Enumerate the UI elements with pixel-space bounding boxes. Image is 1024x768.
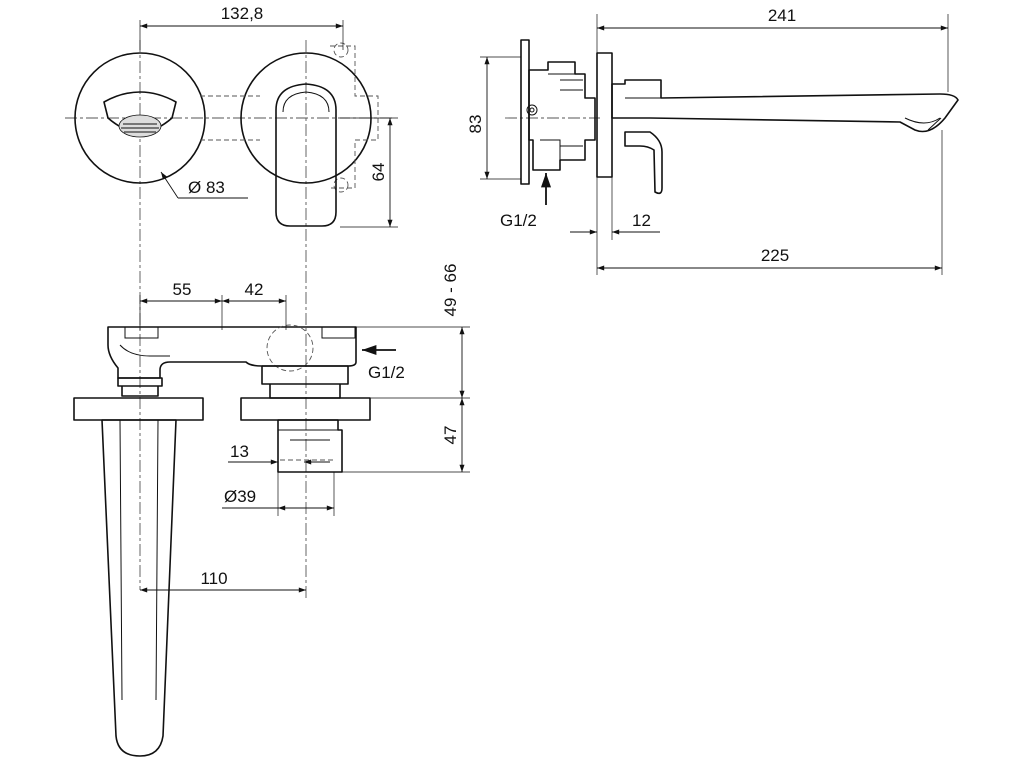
wall-rosette <box>596 52 613 178</box>
side-lever <box>624 131 663 195</box>
top-mixer-cartridge <box>277 419 343 473</box>
dim-top-wall-depth-range: 49 - 66 <box>441 264 460 317</box>
lever-handle <box>275 83 337 227</box>
dim-side-spout-projection: 225 <box>761 246 789 265</box>
dim-top-offset-right: 42 <box>245 280 264 299</box>
dim-front-width: 132,8 <box>221 4 264 23</box>
dim-top-center-distance: 110 <box>200 569 227 588</box>
side-view: 83 G1/2 241 12 225 <box>466 6 959 275</box>
top-inlet-thread: G1/2 <box>368 363 405 382</box>
spout-rosette <box>74 52 206 184</box>
top-body <box>107 326 357 379</box>
top-spout-rosette <box>73 397 204 421</box>
dim-top-offset-left: 55 <box>173 280 192 299</box>
top-mixer-rosette <box>240 397 371 421</box>
dim-rosette-diameter: Ø 83 <box>188 178 225 197</box>
dim-top-sleeve: 13 <box>230 442 249 461</box>
top-spout <box>101 419 177 757</box>
top-view: 55 42 49 - 66 G1/2 47 13 Ø39 110 <box>73 264 470 757</box>
front-view: 132,8 Ø 83 64 <box>65 4 398 600</box>
dim-side-rosette-thickness: 12 <box>632 211 651 230</box>
spout-profile <box>611 79 959 133</box>
dim-side-total-length: 241 <box>768 6 796 25</box>
mixer-body <box>528 61 596 171</box>
dim-side-body-height: 83 <box>466 115 485 134</box>
dim-top-body-depth: 47 <box>441 426 460 445</box>
aerator-icon <box>103 91 177 138</box>
side-inlet-thread: G1/2 <box>500 211 537 230</box>
dim-top-body-diameter: Ø39 <box>224 487 256 506</box>
dim-lever-height: 64 <box>369 163 388 182</box>
